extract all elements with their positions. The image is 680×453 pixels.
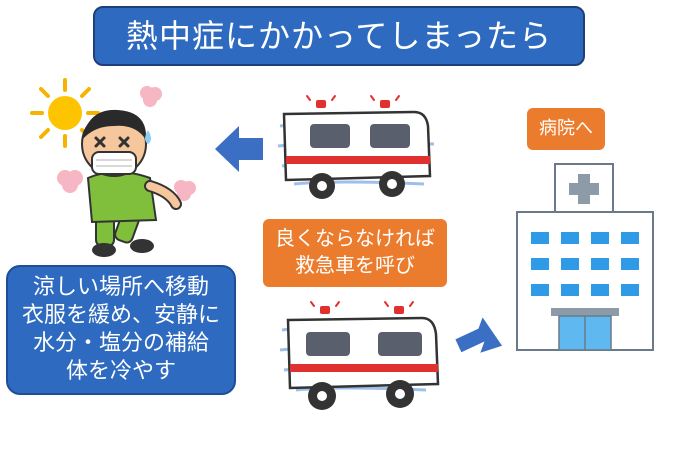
call-line: 救急車を呼び xyxy=(295,253,415,277)
page-title: 熱中症にかかってしまったら xyxy=(93,6,585,66)
first-aid-line: 体を冷やす xyxy=(65,359,176,384)
hospital-label: 病院へ xyxy=(527,108,605,150)
first-aid-box: 涼しい場所へ移動 衣服を緩め、安静に 水分・塩分の補給 体を冷やす xyxy=(6,265,236,395)
ambulance-icon xyxy=(277,95,435,199)
heat-puff-icon xyxy=(174,180,196,201)
heat-puff-icon xyxy=(140,86,162,107)
first-aid-line: 涼しい場所へ移動 xyxy=(32,275,209,300)
call-line: 良くならなければ xyxy=(275,226,435,250)
first-aid-line: 水分・塩分の補給 xyxy=(32,331,209,356)
heat-puff-icon xyxy=(57,170,83,193)
call-ambulance-box: 良くならなければ 救急車を呼び xyxy=(263,219,447,287)
ambulance-icon xyxy=(279,301,440,410)
patient-illustration xyxy=(81,109,182,257)
first-aid-line: 衣服を緩め、安静に xyxy=(21,303,220,328)
hospital-icon xyxy=(516,163,654,351)
arrow-left-icon xyxy=(215,126,263,172)
arrow-right-icon xyxy=(455,317,503,353)
